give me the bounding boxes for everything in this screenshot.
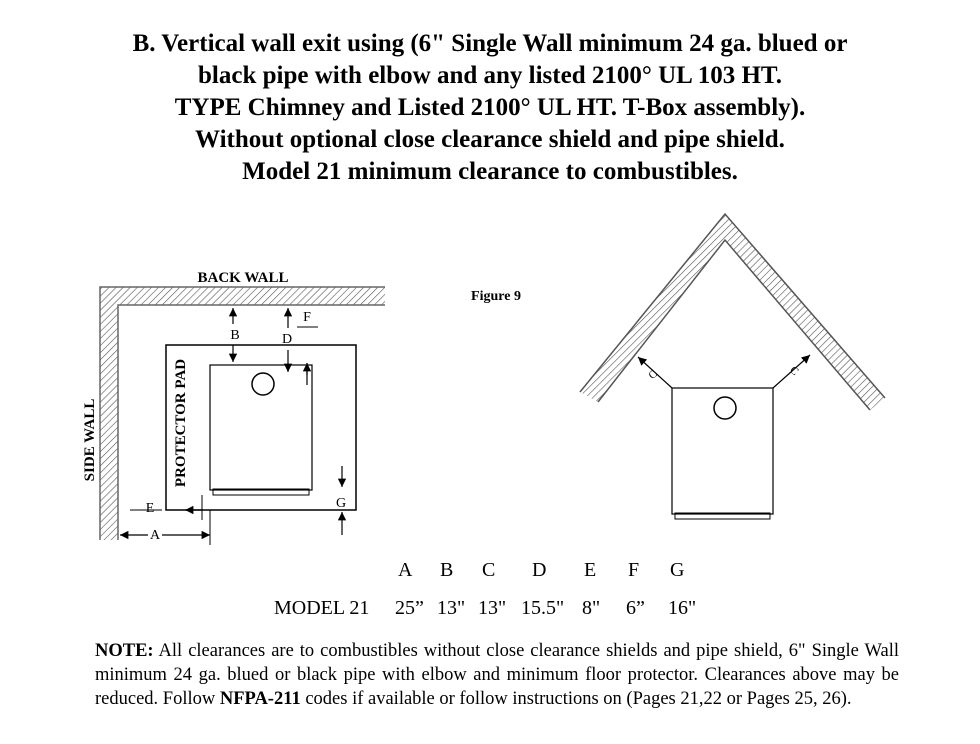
figure-label: Figure 9: [471, 289, 521, 304]
dimension-e-label: E: [146, 501, 155, 516]
protector-pad: [165, 344, 357, 511]
protector-pad-label: PROTECTOR PAD: [173, 359, 189, 487]
note-lead: NOTE:: [95, 641, 154, 661]
note-paragraph: NOTE: All clearances are to combustibles…: [95, 639, 899, 711]
title-line-1: B. Vertical wall exit using (6" Single W…: [132, 30, 848, 57]
title-line-2: black pipe with elbow and any listed 210…: [198, 62, 782, 89]
title-line-5: Model 21 minimum clearance to combustibl…: [242, 158, 738, 185]
note-text-1: All clearances are to combustibles witho…: [95, 641, 899, 709]
flue-collar-icon: [251, 372, 275, 396]
note-code-reference: NFPA-211: [219, 689, 301, 709]
title-line-4: Without optional close clearance shield …: [195, 126, 785, 153]
dimension-g-label: G: [336, 496, 346, 511]
dimension-c-right-label: C: [787, 364, 800, 378]
dimension-f-label: F: [303, 310, 311, 325]
stove-corner-view: [671, 387, 774, 520]
page-title: B. Vertical wall exit using (6" Single W…: [40, 28, 940, 188]
dimension-a-label: A: [150, 528, 161, 543]
dimension-d-label: D: [282, 332, 292, 347]
side-wall-label: SIDE WALL: [82, 399, 98, 482]
title-line-3: TYPE Chimney and Listed 2100° UL HT. T-B…: [174, 94, 806, 121]
wall-corner: [99, 286, 385, 540]
flue-collar-icon: [713, 396, 737, 420]
corner-walls: [579, 212, 886, 411]
dimension-b-label: B: [230, 328, 239, 343]
note-text-2: codes if available or follow instruction…: [300, 689, 852, 709]
dimension-c-left-label: C: [646, 368, 659, 382]
stove-top-view: [209, 364, 313, 496]
back-wall-label: BACK WALL: [198, 270, 289, 286]
